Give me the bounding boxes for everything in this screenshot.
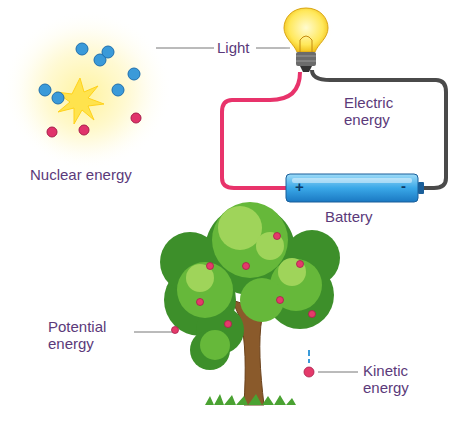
falling-fruit [304, 350, 314, 377]
negative-wire [312, 70, 446, 188]
battery-label: Battery [325, 208, 373, 225]
leader-line [318, 372, 358, 373]
light-bulb [278, 2, 334, 72]
energy-label: Electric energy [344, 94, 424, 128]
tree [160, 202, 340, 405]
positive-wire [222, 72, 300, 188]
energy-label: Kinetic energy [363, 362, 435, 396]
energy-label: Potential energy [48, 318, 130, 352]
leader-line [156, 48, 214, 49]
terminal-sign: - [401, 177, 406, 194]
leader-line [134, 332, 172, 333]
battery [286, 174, 424, 202]
light-label: Light [217, 39, 250, 56]
nuclear-reaction [2, 10, 172, 170]
terminal-sign: + [295, 178, 304, 195]
energy-label: Nuclear energy [30, 166, 132, 183]
